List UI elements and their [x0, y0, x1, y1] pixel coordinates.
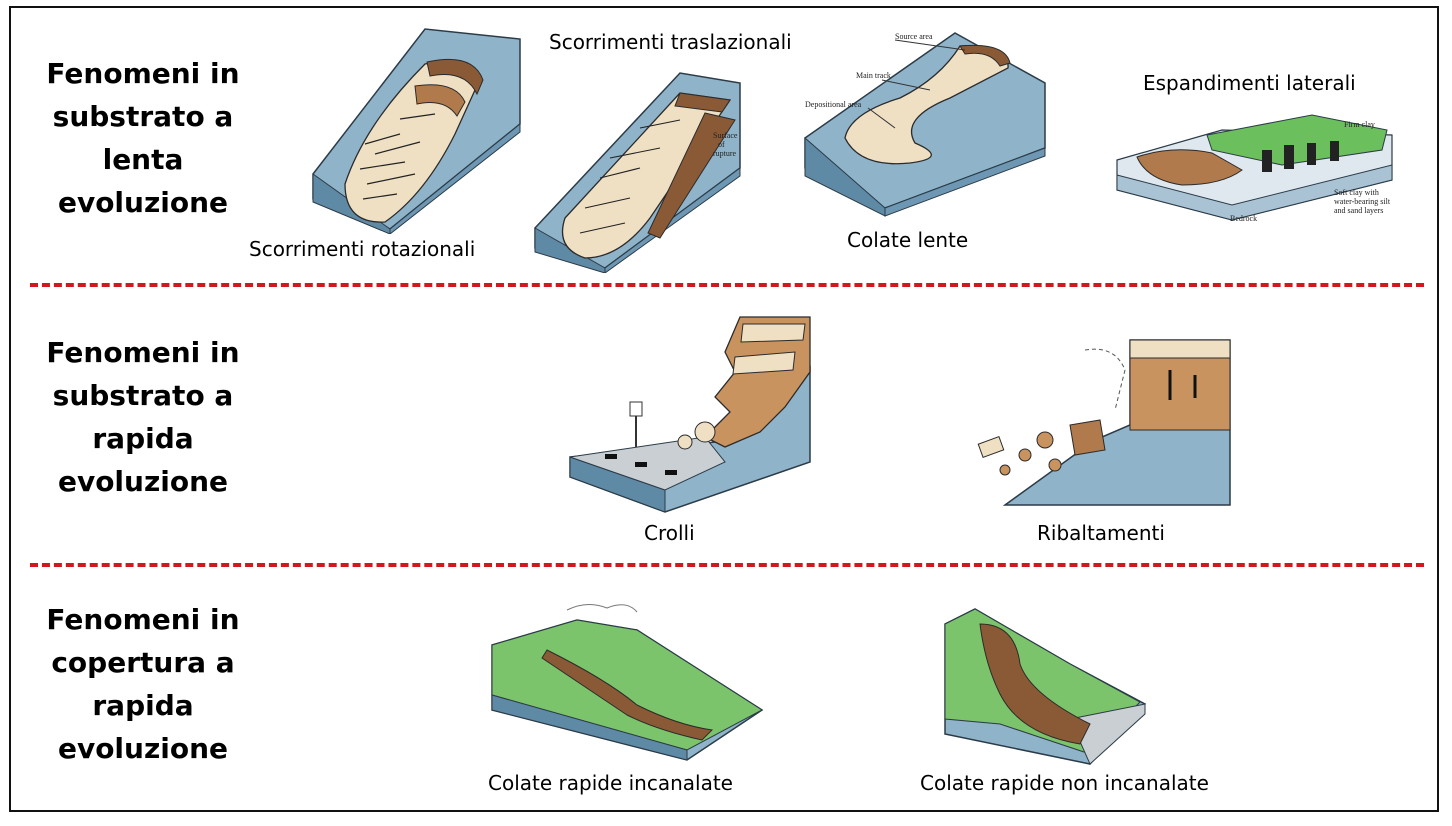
category-line: Fenomeni in — [46, 603, 240, 636]
label-topples: Ribaltamenti — [1037, 521, 1165, 545]
lateral-spread-illustration: Firm clay Soft clay with water-bearing s… — [1116, 114, 1393, 223]
annotation-firm-clay: Firm clay — [1344, 120, 1375, 129]
section-divider — [30, 563, 1424, 567]
category-line: substrato a — [52, 379, 234, 412]
category-line: rapida — [92, 689, 194, 722]
annotation-deposition: Depositional area — [805, 100, 862, 109]
category-line: rapida — [92, 422, 194, 455]
label-slow-flows: Colate lente — [847, 228, 969, 252]
slow-flow-illustration: Source area Main track Depositional area — [804, 32, 1046, 217]
annotation-soft-clay: water-bearing silt — [1334, 197, 1391, 206]
label-rotational-slides: Scorrimenti rotazionali — [249, 237, 476, 261]
annotation-surface: Surface — [713, 131, 738, 140]
category-line: Fenomeni in — [46, 57, 240, 90]
section-divider — [30, 283, 1424, 287]
category-rapid-cover: Fenomeni in copertura a rapida evoluzion… — [30, 598, 256, 770]
annotation-surface: rupture — [713, 149, 737, 158]
label-unchannelized-flows: Colate rapide non incanalate — [920, 771, 1209, 795]
annotation-bedrock: Bedrock — [1230, 214, 1257, 223]
unchannelized-flow-illustration — [944, 608, 1147, 765]
category-line: lenta — [102, 143, 184, 176]
category-rapid-bedrock: Fenomeni in substrato a rapida evoluzion… — [30, 331, 256, 503]
annotation-source: Source area — [895, 32, 933, 41]
rockfall-illustration — [569, 316, 811, 513]
topple-illustration — [977, 339, 1231, 506]
annotation-track: Main track — [856, 71, 891, 80]
annotation-soft-clay: and sand layers — [1334, 206, 1383, 215]
category-line: evoluzione — [57, 465, 229, 498]
channelized-flow-illustration — [491, 604, 764, 761]
label-translational-slides: Scorrimenti traslazionali — [549, 30, 792, 54]
annotation-soft-clay: Soft clay with — [1334, 188, 1379, 197]
rotational-slide-illustration — [312, 28, 521, 234]
label-falls: Crolli — [644, 521, 695, 545]
translational-slide-illustration: Surface of rupture — [534, 72, 741, 273]
category-line: evoluzione — [57, 732, 229, 765]
annotation-surface: of — [718, 140, 725, 149]
category-slow-bedrock: Fenomeni in substrato a lenta evoluzione — [30, 52, 256, 224]
category-line: substrato a — [52, 100, 234, 133]
category-line: copertura a — [51, 646, 235, 679]
category-line: evoluzione — [57, 186, 229, 219]
label-channelized-flows: Colate rapide incanalate — [488, 771, 733, 795]
diagram-frame — [9, 6, 1439, 812]
label-lateral-spreads: Espandimenti laterali — [1143, 71, 1356, 95]
category-line: Fenomeni in — [46, 336, 240, 369]
